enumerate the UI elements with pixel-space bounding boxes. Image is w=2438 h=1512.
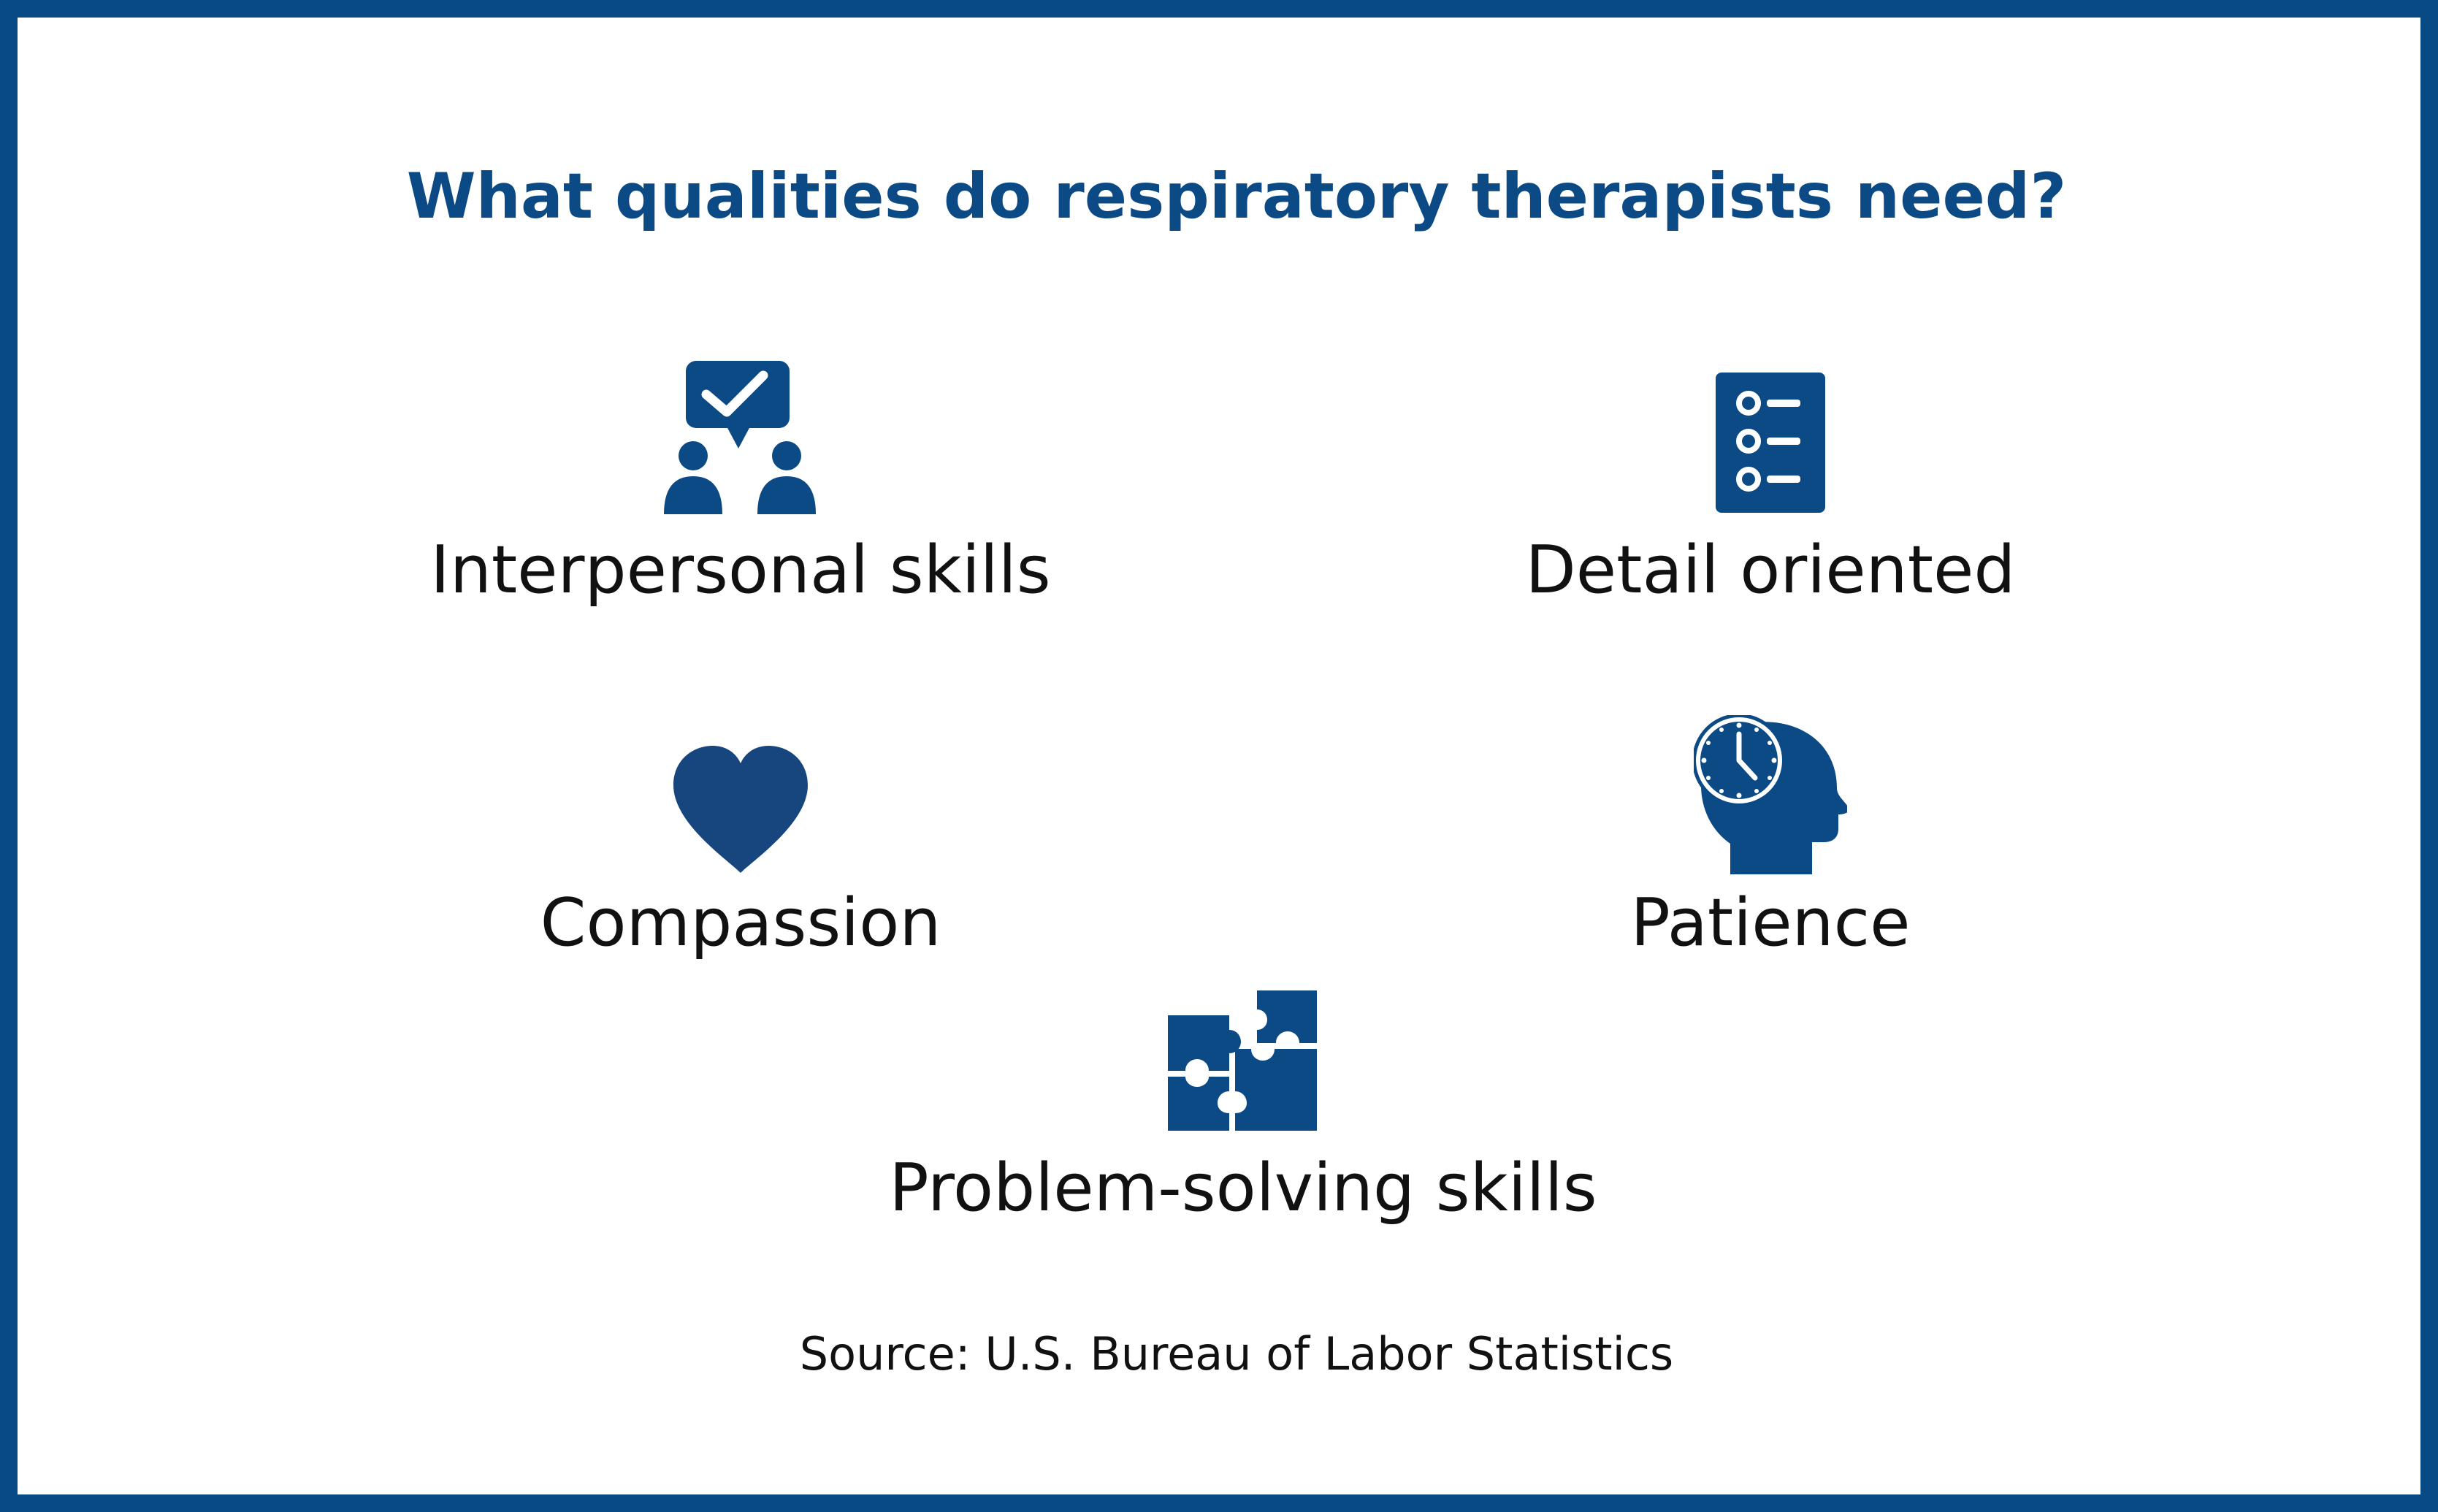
quality-label: Compassion — [540, 885, 941, 961]
heart-icon — [673, 746, 808, 873]
quality-label: Detail oriented — [1525, 532, 2016, 608]
quality-label: Problem-solving skills — [889, 1150, 1597, 1226]
puzzle-icon — [1168, 990, 1317, 1131]
checklist-icon — [1716, 373, 1825, 513]
quality-label: Patience — [1630, 885, 1911, 961]
source-note: Source: U.S. Bureau of Labor Statistics — [799, 1327, 1674, 1381]
quality-compassion: Compassion — [339, 744, 1142, 985]
quality-interpersonal-skills: Interpersonal skills — [339, 361, 1142, 624]
page-title: What qualities do respiratory therapists… — [406, 160, 2067, 233]
people-chat-check-icon — [664, 361, 816, 514]
quality-problem-solving-skills: Problem-solving skills — [841, 989, 1645, 1245]
quality-label: Interpersonal skills — [430, 532, 1051, 608]
head-clock-icon — [1694, 715, 1847, 874]
quality-patience: Patience — [1369, 715, 2172, 985]
quality-detail-oriented: Detail oriented — [1369, 368, 2172, 624]
